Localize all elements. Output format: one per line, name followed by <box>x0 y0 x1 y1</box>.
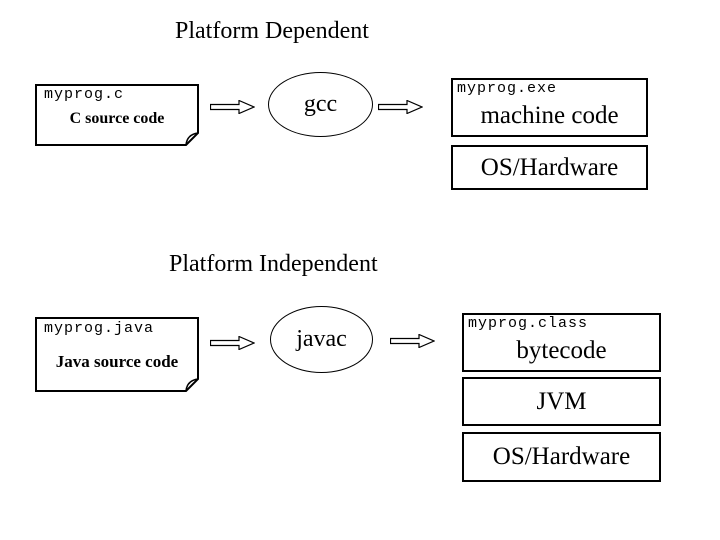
source-document-shape <box>35 317 199 392</box>
section-title-platform-dependent: Platform Dependent <box>175 18 369 44</box>
flow-arrow-icon <box>390 334 435 348</box>
output-label: machine code <box>480 102 619 129</box>
folded-corner-icon <box>185 132 199 146</box>
jvm-box: JVM <box>462 377 661 426</box>
output-filename: myprog.exe <box>457 80 558 97</box>
compiler-name: gcc <box>303 91 338 117</box>
flow-arrow-icon <box>210 336 255 350</box>
flow-arrow-icon <box>210 100 255 114</box>
os-hardware-label: OS/Hardware <box>492 443 631 470</box>
output-filename: myprog.class <box>468 315 589 332</box>
folded-corner-icon <box>185 378 199 392</box>
flow-arrow-icon <box>378 100 423 114</box>
os-hardware-box: OS/Hardware <box>451 145 648 190</box>
compiler-ellipse: gcc <box>268 72 373 137</box>
os-hardware-box: OS/Hardware <box>462 432 661 482</box>
output-label: bytecode <box>516 337 607 364</box>
compiler-ellipse: javac <box>270 306 373 373</box>
source-label: Java source code <box>55 352 179 371</box>
os-hardware-label: OS/Hardware <box>480 153 619 181</box>
source-document-shape <box>35 84 199 146</box>
section-title-platform-independent: Platform Independent <box>169 251 378 277</box>
source-filename: myprog.java <box>44 320 155 337</box>
source-filename: myprog.c <box>44 86 125 103</box>
source-label: C source code <box>69 110 165 127</box>
output-box-machine-code: myprog.exe machine code <box>451 78 648 137</box>
output-box-bytecode: myprog.class bytecode <box>462 313 661 372</box>
jvm-label: JVM <box>536 387 587 415</box>
compiler-name: javac <box>296 326 347 352</box>
